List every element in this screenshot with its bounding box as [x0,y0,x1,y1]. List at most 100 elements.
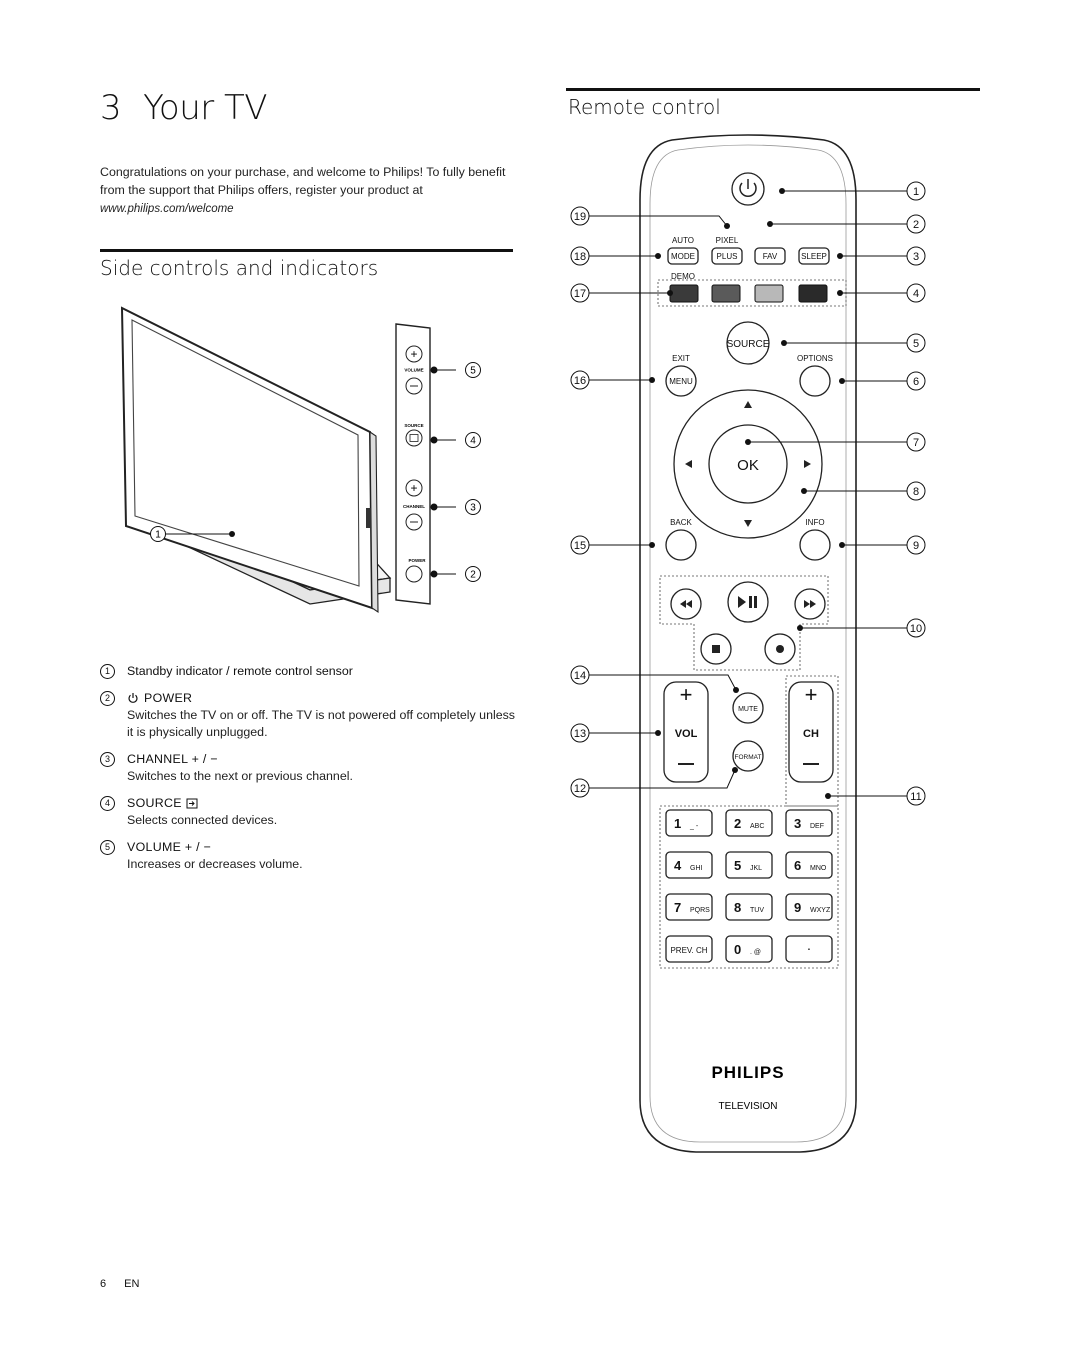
yellow-key[interactable] [754,284,784,303]
options-button[interactable] [799,365,831,397]
keypad-key-0[interactable]: 0. @ [725,935,773,963]
intro-text: Congratulations on your purchase, and we… [100,165,506,197]
green-key[interactable] [711,284,741,303]
legend-item: 2 POWER Switches the TV on or off. The T… [100,689,520,741]
television-label: TELEVISION [719,1101,778,1112]
side-buttons [366,508,371,528]
prev-ch-label: PREV. CH [670,946,707,955]
channel-label: CHANNEL [403,504,425,509]
key-letters: MNO [810,865,827,872]
callout-number: 18 [574,251,586,263]
record-button[interactable] [764,633,796,665]
side-section-title: Side controls and indicators [100,256,379,280]
side-control-panel: + VOLUME SOURCE + CHANNEL POWER 5 4 3 2 [395,323,481,605]
key-letters: _ - [689,823,699,830]
legend-description: Switches to the next or previous channel… [127,769,353,783]
keypad-key-7[interactable]: 7 PQRS [665,893,713,921]
prev-ch-button[interactable]: PREV. CH [665,935,713,963]
legend-number: 3 [100,751,115,767]
callout-right-6: 6 [839,371,926,391]
rewind-icon [680,600,692,608]
options-label: OPTIONS [797,354,833,363]
fast-forward-button[interactable] [794,588,826,620]
key-digit: 3 [794,816,801,831]
key-digit: 7 [674,900,681,915]
keypad-key-1[interactable]: 1_ - [665,809,713,837]
chapter-number: 3 [100,88,122,128]
demo-label: DEMO [671,272,695,281]
remote-power-button[interactable] [731,172,765,206]
legend-number: 1 [100,663,115,679]
key-letters: ABC [750,823,764,830]
callout-number: 5 [913,338,919,350]
remote-section-title: Remote control [568,95,721,119]
mute-button[interactable]: MUTE [732,692,764,724]
section-rule-side [100,249,513,252]
callout-number: 8 [913,486,919,498]
red-key[interactable] [669,284,699,303]
mode-button[interactable]: MODE [667,247,699,265]
callout-right-10: 10 [797,618,926,638]
channel-up-button[interactable] [405,479,423,497]
volume-up-button[interactable] [405,345,423,363]
key-letters: WXYZ [810,907,831,914]
info-button[interactable] [799,529,831,561]
back-label: BACK [670,518,692,527]
source-icon [186,798,198,808]
callout-right-4: 4 [837,283,926,303]
legend-description: Switches the TV on or off. The TV is not… [127,708,515,739]
dot-button[interactable]: · [785,935,833,963]
language-code: EN [124,1278,140,1290]
play-pause-button[interactable] [727,581,769,623]
pixel-plus-button[interactable]: PLUS [711,247,743,265]
left-arrow-icon [685,460,692,468]
power-button[interactable] [405,565,423,583]
legend-description: Increases or decreases volume. [127,857,303,871]
register-url: www.philips.com/welcome [100,203,234,215]
callout-left-1: 19 [570,206,730,229]
callout-number: 2 [913,219,919,231]
remote-control-illustration: .btn { fill:#fff; stroke:#222; stroke-wi… [570,134,926,1153]
key-letters: TUV [750,907,764,914]
callout-number: 6 [913,376,919,388]
source-button[interactable]: SOURCE [726,321,770,365]
up-arrow-icon [744,401,752,408]
callout-number: 14 [574,670,586,682]
key-letters: GHI [690,865,703,872]
menu-button[interactable]: MENU [665,365,697,397]
key-digit: 0 [734,942,741,957]
callout-number: 11 [910,791,921,803]
callout-number: 17 [574,288,586,300]
key-letters: JKL [750,865,762,872]
blue-key[interactable] [798,284,828,303]
callout-number: 4 [913,288,919,300]
power-icon [128,693,138,703]
format-button[interactable]: FORMAT [732,740,764,772]
channel-rocker[interactable]: + CH [788,681,834,783]
sleep-button[interactable]: SLEEP [798,247,830,265]
callout-number: 15 [574,540,586,552]
legend-title: POWER [144,691,193,705]
ok-button[interactable] [708,424,788,504]
stop-button[interactable] [700,633,732,665]
back-button[interactable] [665,529,697,561]
menu-label: MENU [669,377,693,386]
source-button[interactable] [405,429,423,447]
fav-button[interactable]: FAV [754,247,786,265]
callout-number: 12 [574,783,586,795]
intro-paragraph: Congratulations on your purchase, and we… [100,163,512,218]
key-letters: PQRS [690,907,710,914]
rewind-button[interactable] [670,588,702,620]
callout-num-4: 4 [470,436,476,447]
volume-rocker[interactable]: + VOL [663,681,709,783]
